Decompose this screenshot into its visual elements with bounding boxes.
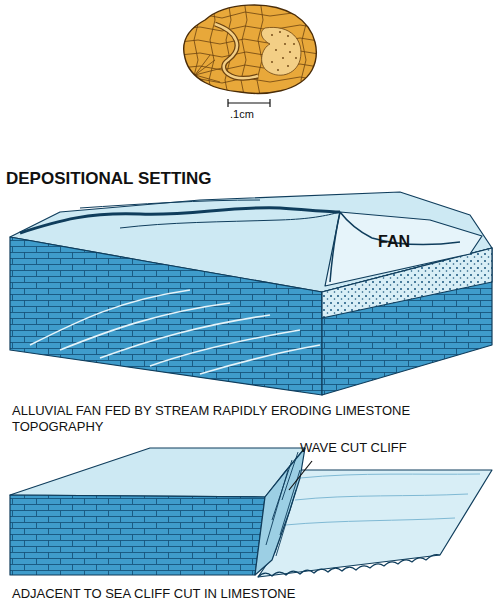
caption-label: ALLUVIAL FAN FED BY STREAM RAPIDLY ERODI… xyxy=(12,403,412,436)
scale-bar xyxy=(228,99,270,107)
caption-label: ADJACENT TO SEA CLIFF CUT IN LIMESTONE xyxy=(12,586,295,602)
callout-label: WAVE CUT CLIFF xyxy=(300,440,407,456)
sea-cliff-block xyxy=(10,448,492,577)
scale-label: .1cm xyxy=(230,108,254,122)
alluvial-fan-block xyxy=(10,192,492,395)
fan-label: FAN xyxy=(378,232,410,252)
title: DEPOSITIONAL SETTING xyxy=(6,168,212,189)
leader-line xyxy=(289,461,312,490)
grain-illustration xyxy=(180,0,325,100)
